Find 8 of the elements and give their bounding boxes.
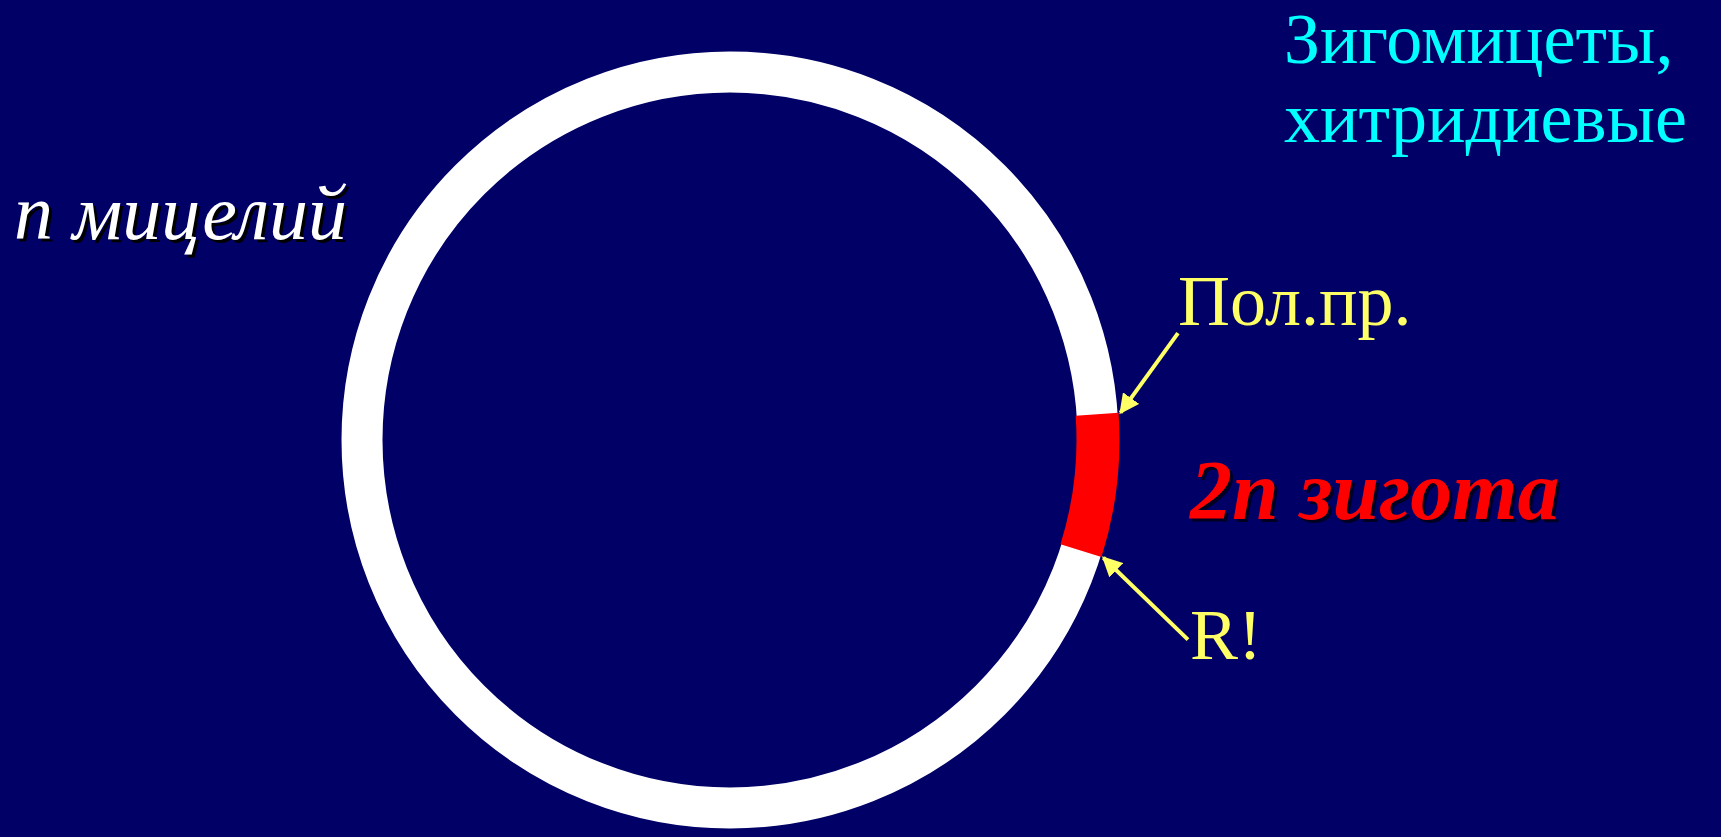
leader-arrow [1118, 332, 1180, 415]
title: Зигомицеты, хитридиевые [1284, 0, 1688, 159]
stage-label: R! [1190, 596, 1262, 676]
leader-arrow [1101, 556, 1190, 642]
zygote-segment [1060, 412, 1120, 558]
zygote-label: 2n зигота [1190, 445, 1560, 538]
mycelium-label: n мицелий [14, 170, 347, 256]
stage-label: Пол.пр. [1178, 262, 1412, 342]
